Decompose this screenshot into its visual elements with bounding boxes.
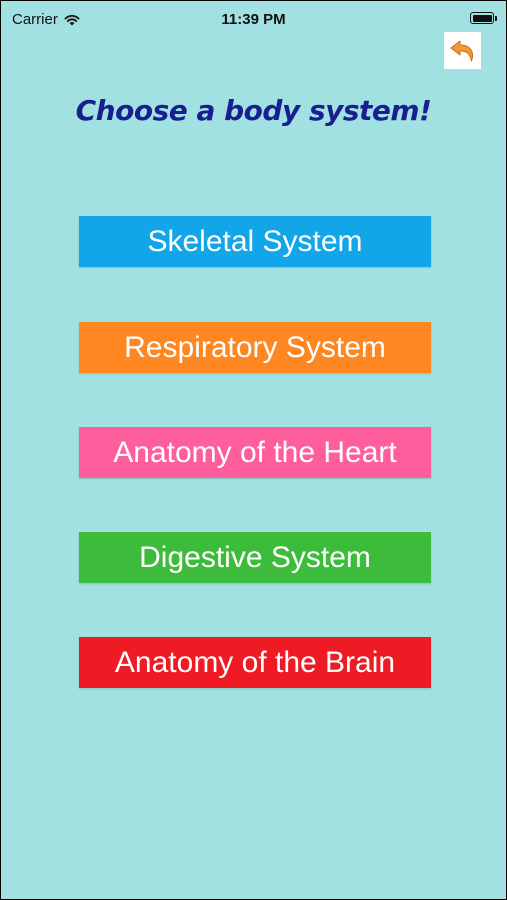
respiratory-system-label: Respiratory System	[124, 330, 386, 364]
digestive-system-label: Digestive System	[139, 540, 371, 574]
skeletal-system-button[interactable]: Skeletal System	[79, 216, 431, 267]
skeletal-system-label: Skeletal System	[147, 224, 363, 258]
carrier-indicator: Carrier	[12, 11, 80, 28]
heart-anatomy-button[interactable]: Anatomy of the Heart	[79, 427, 431, 478]
status-bar: Carrier 11:39 PM	[1, 1, 506, 37]
status-time: 11:39 PM	[221, 11, 286, 28]
heart-anatomy-label: Anatomy of the Heart	[113, 435, 397, 469]
wifi-icon	[64, 14, 80, 25]
page-title: Choose a body system!	[75, 94, 432, 127]
brain-anatomy-button[interactable]: Anatomy of the Brain	[79, 637, 431, 688]
battery-icon	[470, 12, 497, 24]
undo-arrow-icon	[450, 40, 473, 61]
brain-anatomy-label: Anatomy of the Brain	[114, 645, 396, 679]
back-button[interactable]	[444, 32, 481, 69]
respiratory-system-button[interactable]: Respiratory System	[79, 322, 431, 373]
carrier-label: Carrier	[12, 11, 58, 28]
digestive-system-button[interactable]: Digestive System	[79, 532, 431, 583]
